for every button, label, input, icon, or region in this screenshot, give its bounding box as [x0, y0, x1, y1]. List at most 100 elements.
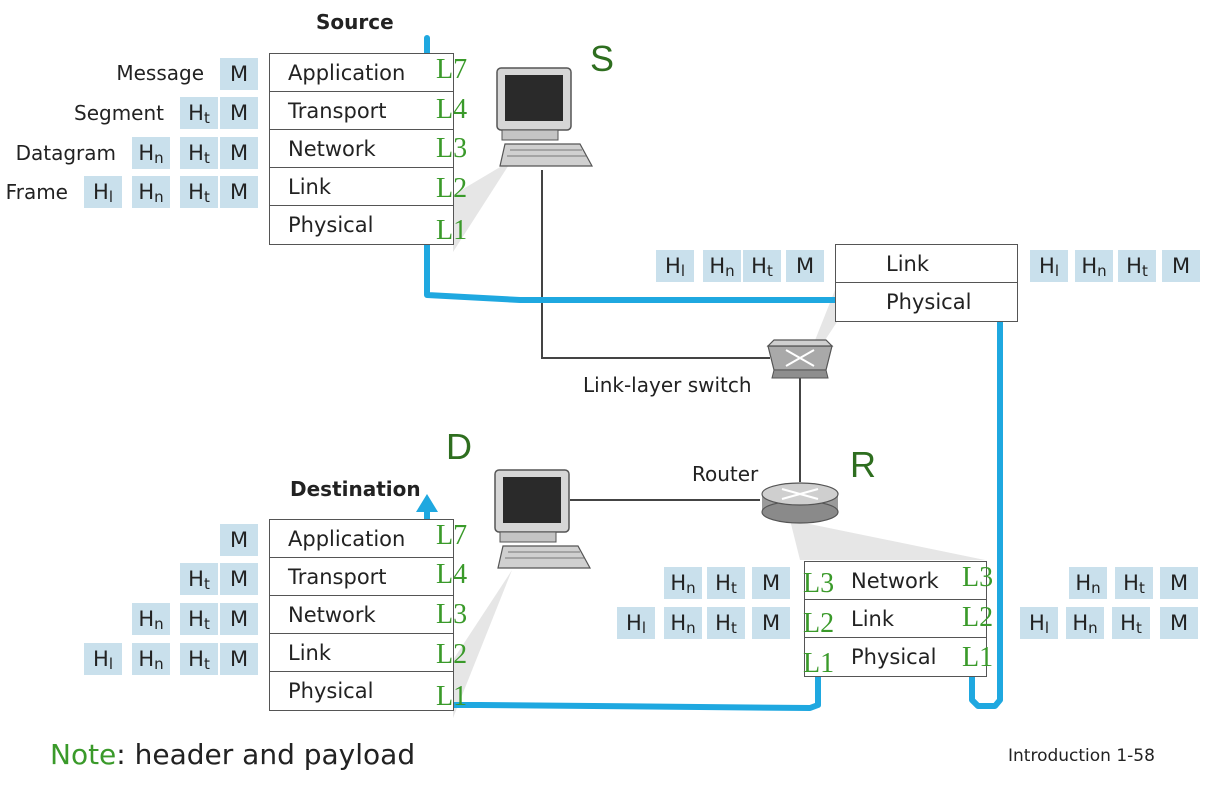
layer-number-l3: L3: [436, 599, 468, 630]
source-layer-transport: Transport: [270, 92, 453, 130]
note-label: Note: [50, 738, 117, 771]
router-protocol-stack: Network Link Physical: [804, 561, 987, 677]
payload-box: M: [220, 603, 258, 635]
layer-number-l2: L2: [436, 173, 468, 204]
payload-box: M: [220, 58, 258, 90]
destination-letter: D: [446, 426, 472, 467]
router-icon: [761, 482, 839, 524]
switch-layer-physical: Physical: [886, 290, 972, 314]
layer-number-l2: L2: [803, 608, 835, 639]
source-title: Source: [316, 10, 394, 34]
page-number: Introduction 1-58: [1008, 746, 1155, 766]
pdu-message-label: Message: [116, 61, 204, 85]
source-layer-physical: Physical: [288, 213, 374, 237]
destination-host-beam: [453, 570, 512, 718]
payload-box: M: [1162, 250, 1200, 282]
destination-layer-application: Application: [270, 520, 453, 558]
source-layer-network: Network: [270, 130, 453, 168]
router-label: Router: [692, 462, 759, 486]
layer-number-l3: L3: [436, 133, 468, 164]
layer-number-l1: L1: [436, 681, 468, 712]
source-protocol-stack: Application Transport Network Link Physi…: [269, 53, 454, 245]
layer-number-l2: L2: [962, 602, 994, 633]
destination-layer-link: Link: [270, 634, 453, 672]
layer-number-l4: L4: [436, 559, 468, 590]
layer-number-l2: L2: [436, 639, 468, 670]
router-layer-physical: Physical: [851, 645, 937, 669]
layer-number-l3: L3: [962, 562, 994, 593]
payload-box: M: [220, 176, 258, 208]
router-beam: [790, 520, 985, 560]
layer-number-l3: L3: [803, 568, 835, 599]
pdu-frame-label: Frame: [5, 180, 68, 204]
payload-box: M: [786, 250, 824, 282]
layer-number-l1: L1: [962, 642, 994, 673]
payload-box: M: [1160, 567, 1198, 599]
router-letter: R: [850, 444, 876, 485]
payload-box: M: [752, 607, 790, 639]
destination-title: Destination: [290, 477, 421, 501]
layer-number-l1: L1: [436, 215, 468, 246]
pdu-segment-label: Segment: [74, 101, 164, 125]
layer-number-l4: L4: [436, 94, 468, 125]
destination-computer-icon: [494, 469, 592, 569]
source-letter: S: [590, 38, 615, 79]
switch-label: Link-layer switch: [583, 373, 752, 397]
layer-number-l7: L7: [436, 54, 468, 85]
payload-box: M: [220, 524, 258, 556]
destination-protocol-stack: Application Transport Network Link Physi…: [269, 519, 454, 711]
payload-box: M: [220, 563, 258, 595]
payload-box: M: [220, 643, 258, 675]
note: Note: header and payload: [50, 738, 415, 771]
source-host-beam: [453, 160, 512, 252]
switch-layer-link: Link: [836, 245, 1017, 283]
payload-box: M: [1160, 607, 1198, 639]
data-path-arrowhead: [416, 494, 438, 512]
payload-box: M: [220, 97, 258, 129]
router-layer-link: Link: [805, 600, 986, 638]
switch-protocol-stack: Link Physical: [835, 244, 1018, 322]
layer-number-l1: L1: [803, 648, 835, 679]
source-computer-icon: [496, 67, 594, 167]
source-switch-cable: [541, 170, 770, 359]
destination-layer-physical: Physical: [288, 679, 374, 703]
note-colon: :: [116, 738, 126, 771]
source-layer-application: Application: [270, 54, 453, 92]
payload-box: M: [220, 137, 258, 169]
layer-number-l7: L7: [436, 520, 468, 551]
payload-box: M: [752, 567, 790, 599]
destination-layer-network: Network: [270, 596, 453, 634]
pdu-datagram-label: Datagram: [15, 141, 116, 165]
router-layer-network: Network: [805, 562, 986, 600]
note-text: header and payload: [134, 738, 416, 771]
